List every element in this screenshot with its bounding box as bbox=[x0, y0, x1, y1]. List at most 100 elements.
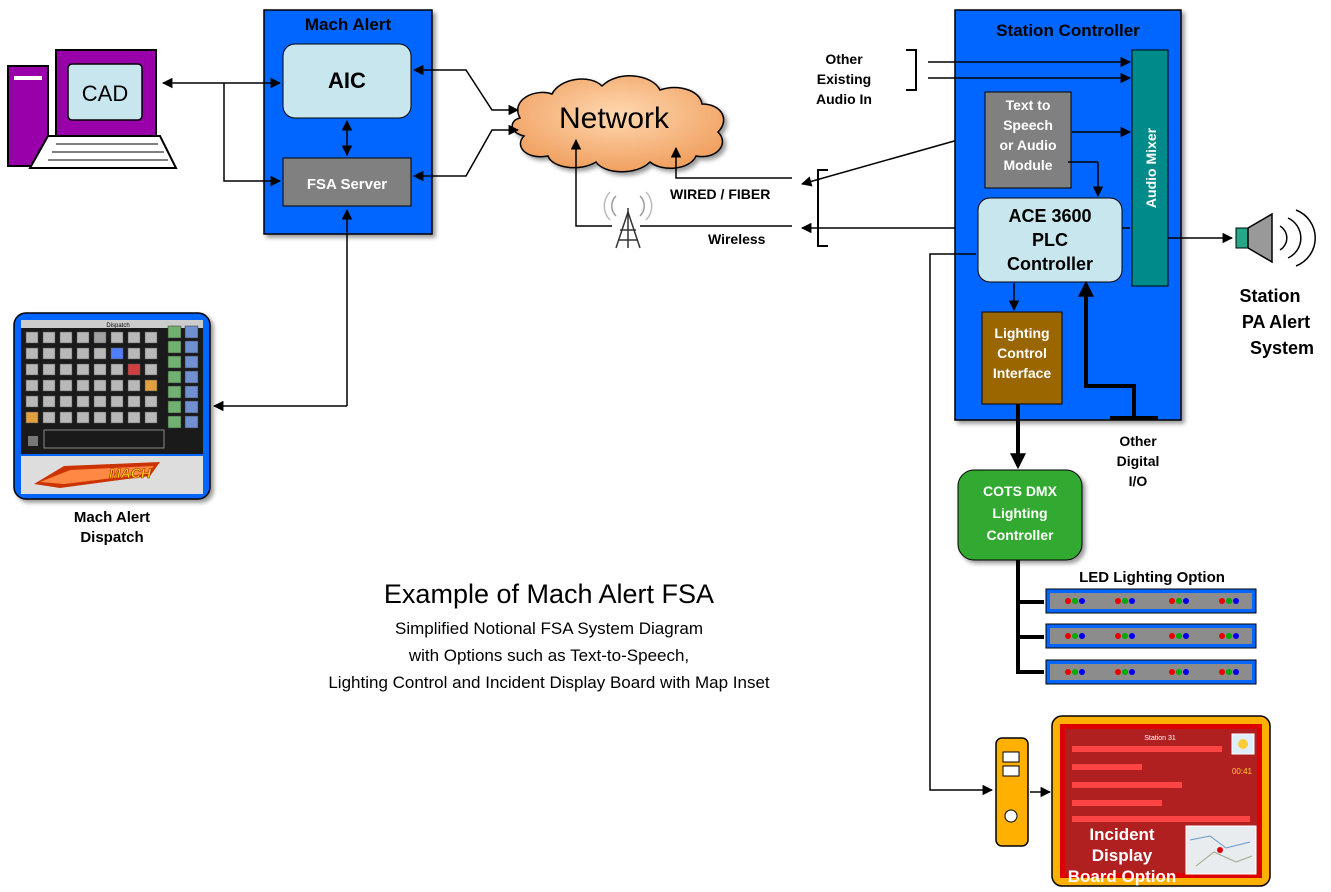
led-bar-1 bbox=[1045, 588, 1257, 614]
dispatch-tile-button bbox=[42, 331, 56, 344]
dispatch-tile-button bbox=[127, 331, 141, 344]
dispatch-tile-button bbox=[93, 395, 107, 408]
dispatch-side-button bbox=[167, 385, 182, 399]
pc-tower bbox=[7, 65, 49, 167]
led-cluster bbox=[1219, 669, 1239, 675]
dispatch-tile-button bbox=[93, 379, 107, 392]
dispatch-tile-button bbox=[144, 347, 158, 360]
caption-line-3: Lighting Control and Incident Display Bo… bbox=[328, 673, 770, 692]
dispatch-side-button bbox=[184, 325, 199, 339]
dispatch-side-button bbox=[184, 340, 199, 354]
dispatch-tile-button bbox=[110, 347, 124, 360]
led-cluster bbox=[1065, 669, 1085, 675]
ace-line-2: PLC bbox=[1032, 230, 1068, 250]
aic-label: AIC bbox=[328, 68, 366, 93]
station-pa-system: Station PA Alert System bbox=[1168, 209, 1316, 358]
dispatch-side-button bbox=[184, 415, 199, 429]
other-digital-line-1: Other bbox=[1119, 433, 1157, 449]
led-cluster bbox=[1219, 633, 1239, 639]
dispatch-tile-button bbox=[59, 395, 73, 408]
dispatch-tile-button bbox=[59, 347, 73, 360]
dispatch-tile-button bbox=[110, 379, 124, 392]
led-cluster bbox=[1115, 633, 1135, 639]
dispatch-tile-button bbox=[93, 347, 107, 360]
led-cluster bbox=[1169, 633, 1189, 639]
tts-line-4: Module bbox=[1004, 157, 1053, 173]
dispatch-tile-button bbox=[110, 411, 124, 424]
dispatch-side-button bbox=[167, 415, 182, 429]
dispatch-tile-button bbox=[76, 411, 90, 424]
station-controller-title: Station Controller bbox=[996, 21, 1140, 40]
dispatch-tile-button bbox=[59, 331, 73, 344]
dispatch-tile-button bbox=[144, 411, 158, 424]
lighting-interface-box bbox=[981, 311, 1063, 405]
led-cluster bbox=[1115, 598, 1135, 604]
other-audio-input: Other Existing Audio In bbox=[816, 49, 1132, 107]
dispatch-tile-button bbox=[93, 363, 107, 376]
dispatch-tile-button bbox=[110, 395, 124, 408]
dispatch-side-button bbox=[184, 355, 199, 369]
dispatch-tile-button bbox=[42, 395, 56, 408]
speaker-cone-icon bbox=[1247, 212, 1273, 264]
wired-to-tts-link bbox=[800, 133, 974, 187]
cad-computer: CAD bbox=[7, 49, 178, 169]
dispatch-screen: Dispatch MACH bbox=[13, 312, 211, 500]
tts-line-2: Speech bbox=[1003, 117, 1053, 133]
dispatch-tile-button bbox=[93, 411, 107, 424]
incident-label-2: Display bbox=[1092, 846, 1153, 865]
dispatch-tile-button bbox=[76, 363, 90, 376]
tts-line-1: Text to bbox=[1006, 97, 1051, 113]
station-pa-line-1: Station bbox=[1240, 286, 1301, 306]
ace-line-3: Controller bbox=[1007, 254, 1093, 274]
incident-header: Station 31 bbox=[1144, 735, 1176, 742]
link-bracket bbox=[817, 169, 828, 247]
dispatch-tile-button bbox=[59, 411, 73, 424]
ace-line-1: ACE 3600 bbox=[1008, 206, 1091, 226]
lighting-line-1: Lighting bbox=[994, 325, 1049, 341]
cots-line-1: COTS DMX bbox=[983, 483, 1058, 499]
wireless-tower-icon bbox=[603, 191, 653, 249]
wireless-label: Wireless bbox=[708, 231, 766, 247]
other-audio-line-2: Existing bbox=[817, 71, 871, 87]
tts-module-box bbox=[984, 91, 1072, 189]
mach-network-links bbox=[412, 64, 520, 182]
other-digital-io: Other Digital I/O bbox=[1117, 433, 1160, 489]
station-pa-line-2: PA Alert bbox=[1242, 312, 1310, 332]
dispatch-tile-button bbox=[127, 411, 141, 424]
dispatch-label-2: Dispatch bbox=[80, 529, 143, 546]
incident-display-board: Station 31 00:41 Incident Display Board … bbox=[1051, 715, 1271, 887]
network-cloud: Network bbox=[511, 75, 725, 173]
diagram-caption: Example of Mach Alert FSA Simplified Not… bbox=[328, 579, 770, 692]
mach-alert-panel: Mach Alert AIC FSA Server bbox=[263, 9, 433, 235]
speaker-icon bbox=[1235, 227, 1249, 249]
lighting-line-2: Control bbox=[997, 345, 1047, 361]
dispatch-side-button bbox=[184, 370, 199, 384]
cloud-shape bbox=[511, 75, 725, 173]
dispatch-side-button bbox=[167, 400, 182, 414]
dispatch-tile-button bbox=[127, 363, 141, 376]
dispatch-tile-button bbox=[127, 395, 141, 408]
cots-line-2: Lighting bbox=[992, 505, 1047, 521]
dispatch-tile-button bbox=[110, 363, 124, 376]
other-digital-line-2: Digital bbox=[1117, 453, 1160, 469]
led-cluster bbox=[1169, 669, 1189, 675]
display-controller-device bbox=[995, 737, 1029, 847]
dispatch-label-1: Mach Alert bbox=[74, 509, 150, 526]
dispatch-side-button bbox=[167, 325, 182, 339]
dispatch-side-button bbox=[184, 385, 199, 399]
fsa-server-box bbox=[282, 157, 412, 207]
cots-dmx-controller: COTS DMX Lighting Controller bbox=[957, 469, 1083, 561]
tts-line-3: or Audio bbox=[999, 137, 1056, 153]
lighting-line-3: Interface bbox=[993, 365, 1052, 381]
ace-to-display-controller-link bbox=[929, 253, 994, 796]
dispatch-tile-button bbox=[144, 395, 158, 408]
mach-logo-text: MACH bbox=[109, 465, 152, 481]
caption-line-1: Simplified Notional FSA System Diagram bbox=[395, 619, 703, 638]
dispatch-tile-button bbox=[110, 331, 124, 344]
caption-title: Example of Mach Alert FSA bbox=[384, 579, 714, 609]
other-digital-line-3: I/O bbox=[1129, 473, 1148, 489]
aic-box bbox=[282, 43, 412, 119]
station-pa-line-3: System bbox=[1250, 338, 1314, 358]
dispatch-tile-button bbox=[127, 379, 141, 392]
